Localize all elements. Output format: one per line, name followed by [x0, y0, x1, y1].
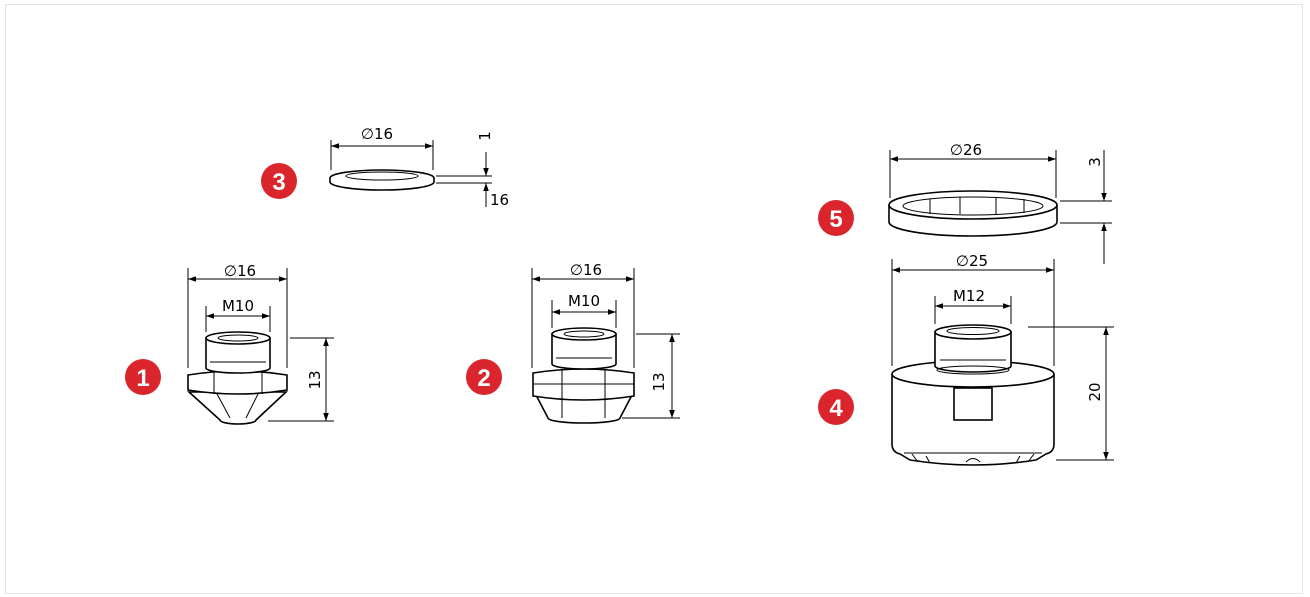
part-3-outer-dim: ∅16: [361, 125, 393, 143]
part-3-badge: 3: [261, 163, 297, 199]
svg-text:3: 3: [272, 169, 285, 196]
part-2-thread-dim: M10: [568, 292, 600, 310]
svg-text:1: 1: [136, 365, 149, 392]
part-5-thickness-dim: 3: [1086, 157, 1104, 167]
part-5-badge: 5: [818, 200, 854, 236]
part-3-inner-dim: 16: [490, 191, 509, 209]
part-1-nozzle: 1 ∅16 M10 13: [125, 262, 334, 425]
part-3-washer: 3 ∅16 1 16: [261, 125, 509, 209]
part-1-height-dim: 13: [306, 370, 324, 389]
svg-text:2: 2: [477, 365, 490, 392]
part-4-thread-dim: M12: [953, 287, 985, 305]
part-2-height-dim: 13: [650, 372, 668, 391]
part-2-nozzle: 2 ∅16 M10 13: [466, 261, 680, 424]
part-2-outer-dim: ∅16: [570, 261, 602, 279]
part-5-ring: 5 ∅26 3: [818, 141, 1112, 264]
part-4-nozzle: 4 ∅25 M12 20: [818, 252, 1114, 466]
part-4-outer-dim: ∅25: [956, 252, 988, 270]
part-2-badge: 2: [466, 359, 502, 395]
part-1-badge: 1: [125, 359, 161, 395]
part-5-outer-dim: ∅26: [950, 141, 982, 159]
part-3-thickness-dim: 1: [476, 131, 494, 141]
svg-text:5: 5: [829, 206, 842, 233]
part-4-height-dim: 20: [1086, 382, 1104, 401]
part-4-badge: 4: [818, 389, 854, 425]
part-1-thread-dim: M10: [222, 297, 254, 315]
drawing-frame: [5, 4, 1303, 594]
part-1-outer-dim: ∅16: [224, 262, 256, 280]
svg-text:4: 4: [829, 395, 843, 422]
